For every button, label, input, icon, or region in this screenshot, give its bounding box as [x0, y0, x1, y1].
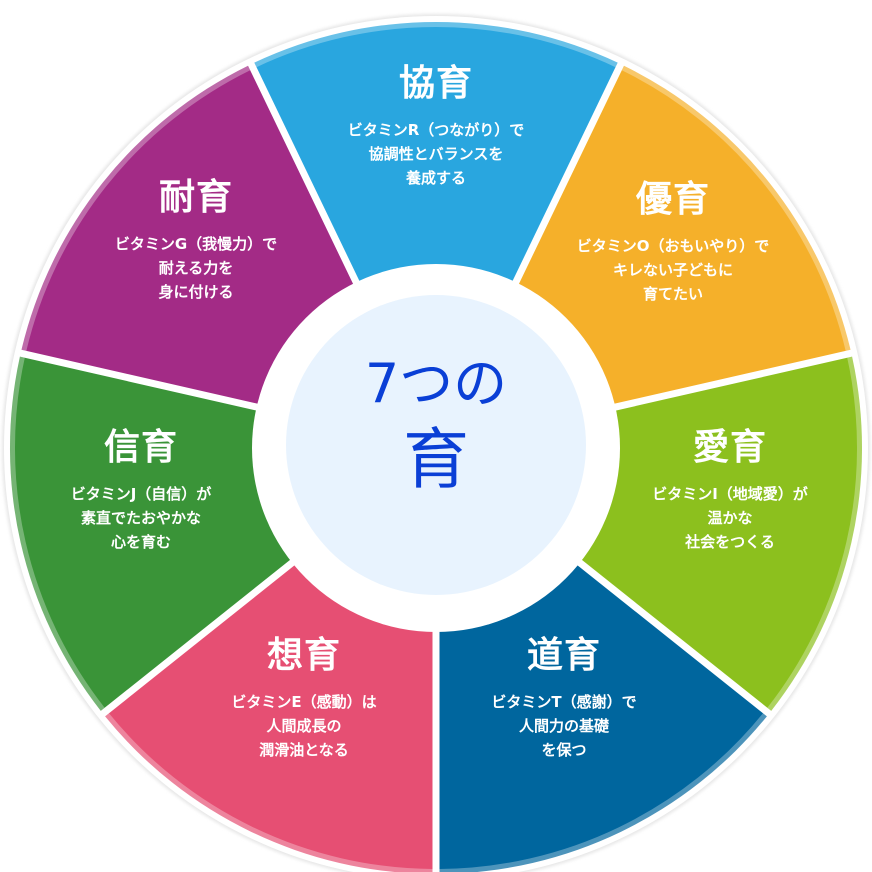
segment-taiiku: 耐育 ビタミンG（我慢力）で 耐える力を 身に付ける [66, 176, 326, 304]
wheel-segments [5, 16, 867, 872]
segment-title: 協育 [398, 63, 473, 104]
segment-description: ビタミンT（感謝）で 人間力の基礎 を保つ [491, 693, 637, 759]
segment-yuiku: 優育 ビタミンO（おもいやり）で キレない子どもに 育てたい [543, 178, 803, 306]
segment-description: ビタミンE（感動）は 人間成長の 潤滑油となる [231, 693, 377, 759]
segment-title: 信育 [103, 427, 178, 468]
segment-shape [21, 65, 360, 407]
segment-soiku: 想育 ビタミンE（感動）は 人間成長の 潤滑油となる [174, 634, 434, 762]
segment-rim [16, 61, 251, 351]
segment-title: 耐育 [158, 177, 233, 218]
segment-rim [252, 16, 620, 68]
segment-doiku: 道育 ビタミンT（感謝）で 人間力の基礎 を保つ [434, 634, 694, 762]
segment-kyoiku: 協育 ビタミンR（つながり）で 協調性とバランスを 養成する [306, 62, 566, 190]
segment-rim [621, 61, 856, 351]
segment-shiniku: 信育 ビタミンJ（自信）が 素直でたおやかな 心を育む [11, 426, 271, 554]
center-title-line1: 7つの [364, 352, 508, 415]
segment-title: 想育 [266, 635, 341, 676]
segment-rim [439, 713, 771, 872]
segment-shape [512, 65, 851, 407]
segment-description: ビタミンR（つながり）で 協調性とバランスを 養成する [347, 121, 525, 187]
segment-shape [254, 21, 618, 294]
segment-title: 優育 [635, 179, 710, 220]
segment-description: ビタミンO（おもいやり）で キレない子どもに 育てたい [576, 237, 770, 303]
segment-rim [767, 355, 867, 714]
center-disk [286, 295, 586, 595]
segment-description: ビタミンG（我慢力）で 耐える力を 身に付ける [114, 235, 278, 301]
segment-aiiku: 愛育 ビタミンI（地域愛）が 温かな 社会をつくる [600, 426, 860, 554]
segment-shape [105, 556, 433, 872]
segment-rim [101, 713, 433, 872]
segment-title: 道育 [526, 635, 601, 676]
segment-title: 愛育 [692, 427, 767, 468]
segment-rim [5, 355, 105, 714]
segment-description: ビタミンI（地域愛）が 温かな 社会をつくる [652, 485, 808, 551]
segment-shape [439, 556, 767, 872]
segment-description: ビタミンJ（自信）が 素直でたおやかな 心を育む [70, 485, 212, 551]
segment-shape [9, 356, 301, 711]
center-title-line2: 育 [403, 421, 469, 498]
segment-shape [571, 356, 863, 711]
